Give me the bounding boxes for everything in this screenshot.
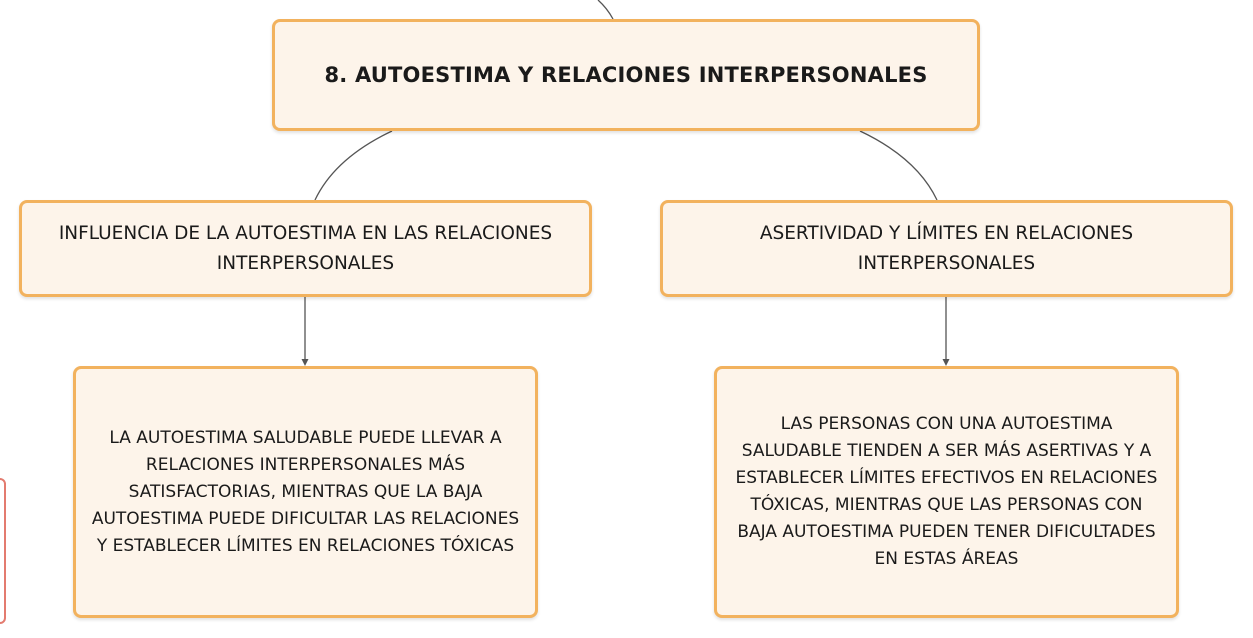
leaf-text-influencia-detail: LA AUTOESTIMA SALUDABLE PUEDE LLEVAR A R… — [91, 427, 520, 556]
central-topic-title: 8. AUTOESTIMA Y RELACIONES INTERPERSONAL… — [324, 63, 928, 87]
arrowhead-right-leaf — [942, 359, 950, 366]
side-panel-edge[interactable] — [0, 478, 6, 624]
branch-label-asertividad: ASERTIVIDAD Y LÍMITES EN RELACIONES INTE… — [759, 222, 1134, 274]
connector-title-to-right-branch — [859, 130, 938, 201]
leaf-text-asertividad-detail: LAS PERSONAS CON UNA AUTOESTIMA SALUDABL… — [735, 414, 1158, 569]
branch-node-influencia[interactable]: INFLUENCIA DE LA AUTOESTIMA EN LAS RELAC… — [19, 200, 592, 297]
leaf-node-asertividad-detail[interactable]: LAS PERSONAS CON UNA AUTOESTIMA SALUDABL… — [714, 366, 1179, 618]
connector-title-to-left-branch — [314, 130, 393, 201]
arrowhead-left-leaf — [301, 359, 309, 366]
branch-node-asertividad[interactable]: ASERTIVIDAD Y LÍMITES EN RELACIONES INTE… — [660, 200, 1233, 297]
incoming-connector — [597, 0, 614, 20]
leaf-node-influencia-detail[interactable]: LA AUTOESTIMA SALUDABLE PUEDE LLEVAR A R… — [73, 366, 538, 618]
branch-label-influencia: INFLUENCIA DE LA AUTOESTIMA EN LAS RELAC… — [58, 222, 553, 274]
central-topic-node[interactable]: 8. AUTOESTIMA Y RELACIONES INTERPERSONAL… — [272, 19, 980, 131]
